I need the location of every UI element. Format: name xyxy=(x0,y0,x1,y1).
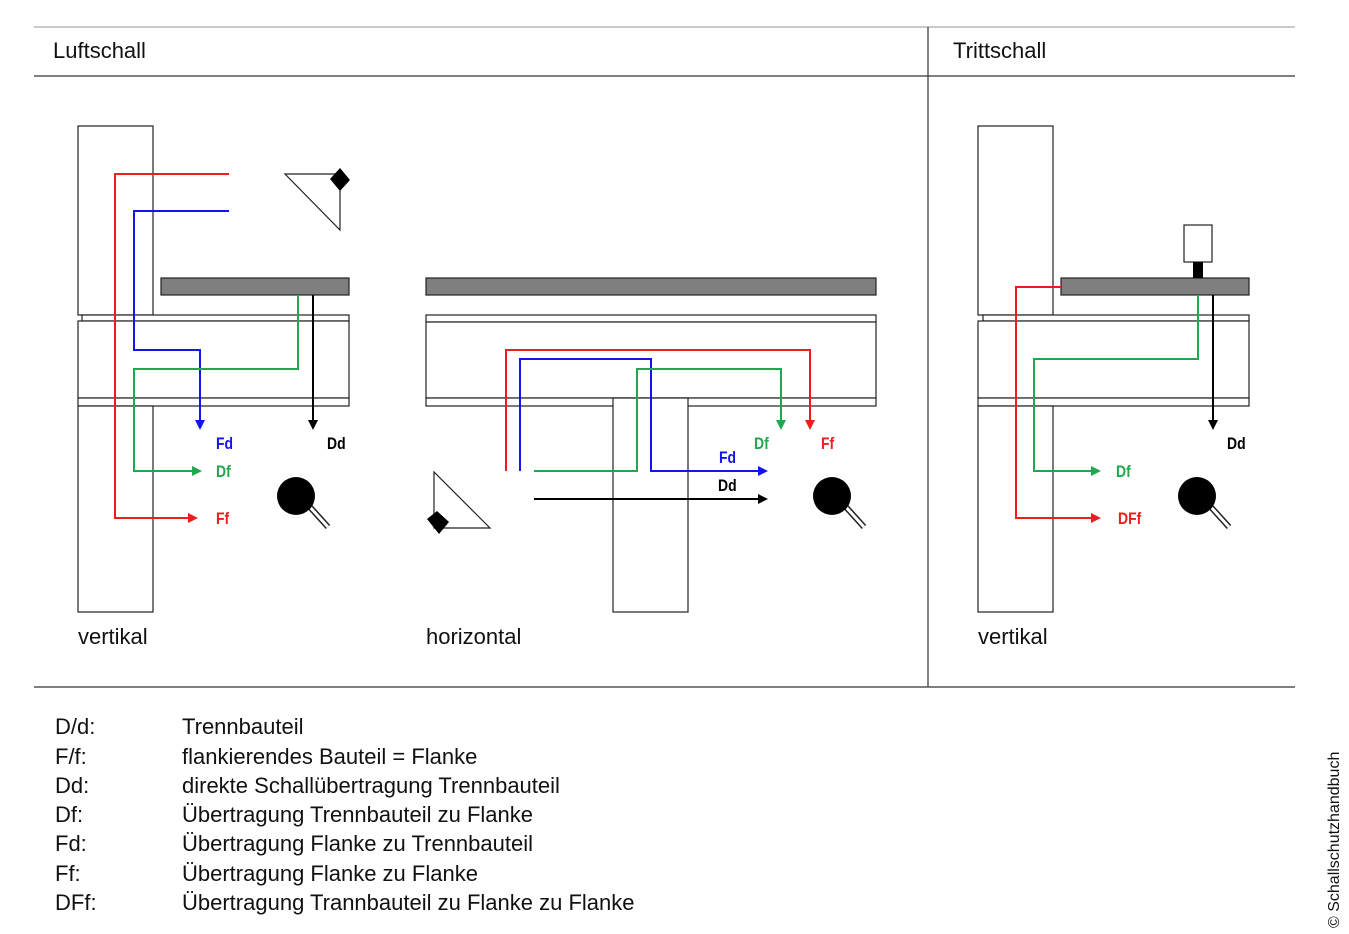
table-frame xyxy=(34,26,1295,688)
copyright-notice: © Schallschutzhandbuch xyxy=(1326,751,1343,928)
legend-text: Trennbauteil xyxy=(182,714,304,739)
header-luftschall: Luftschall xyxy=(53,38,146,63)
label-p2-df: Df xyxy=(754,434,769,453)
legend-text: Übertragung Trennbauteil zu Flanke xyxy=(182,802,533,827)
legend-key: DFf: xyxy=(55,890,97,915)
legend-key: F/f: xyxy=(55,744,87,769)
panel-3-microphone-icon xyxy=(1178,477,1232,530)
label-p3-df: Df xyxy=(1116,462,1131,481)
legend-text: Übertragung Flanke zu Flanke xyxy=(182,861,478,886)
panel-3-structure xyxy=(977,125,1250,613)
caption-panel-1: vertikal xyxy=(78,624,148,649)
legend-text: Übertragung Trannbauteil zu Flanke zu Fl… xyxy=(182,890,635,915)
panel-2-loudspeaker-icon xyxy=(427,470,492,534)
legend-key: Df: xyxy=(55,802,84,827)
label-p1-fd: Fd xyxy=(216,434,234,453)
panel-1-loudspeaker-icon xyxy=(283,168,350,232)
label-p1-ff: Ff xyxy=(216,509,230,528)
legend-key: Dd: xyxy=(55,773,90,798)
label-p2-ff: Ff xyxy=(821,434,835,453)
label-p2-dd: Dd xyxy=(718,476,737,495)
panel-1-paths xyxy=(114,173,318,523)
panel-1-microphone-icon xyxy=(277,477,331,530)
panel-3-tapping-machine-icon xyxy=(1183,224,1213,278)
panel-3-paths xyxy=(1015,286,1218,523)
label-p1-dd: Dd xyxy=(327,434,346,453)
label-p1-df: Df xyxy=(216,462,231,481)
caption-panel-3: vertikal xyxy=(978,624,1048,649)
label-p2-fd: Fd xyxy=(719,448,737,467)
legend-text: flankierendes Bauteil = Flanke xyxy=(182,744,478,769)
label-p3-dd: Dd xyxy=(1227,434,1246,453)
legend-text: direkte Schallübertragung Trennbauteil xyxy=(182,773,560,798)
header-trittschall: Trittschall xyxy=(953,38,1047,63)
panel-2-microphone-icon xyxy=(813,477,867,530)
label-p3-dff: DFf xyxy=(1118,509,1142,528)
legend-key: Fd: xyxy=(55,831,87,856)
caption-panel-2: horizontal xyxy=(426,624,522,649)
panel-2-paths xyxy=(505,349,815,504)
legend-key: Ff: xyxy=(55,861,81,886)
legend-key: D/d: xyxy=(55,714,96,739)
legend-text: Übertragung Flanke zu Trennbauteil xyxy=(182,831,533,856)
